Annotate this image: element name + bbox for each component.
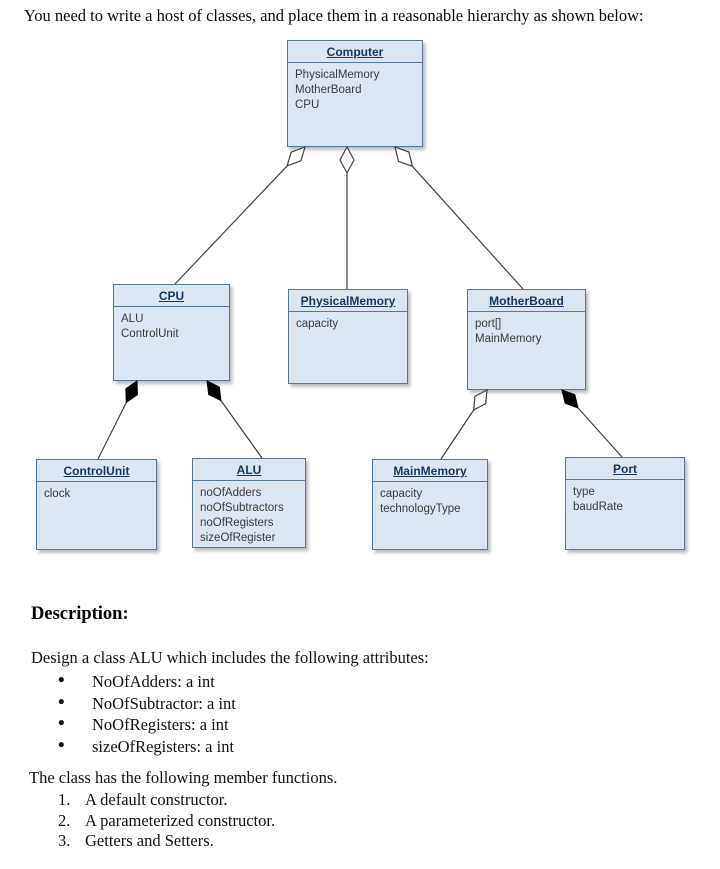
class-attributes: PhysicalMemory MotherBoard CPU xyxy=(288,63,422,118)
class-attributes: ALU ControlUnit xyxy=(114,307,229,347)
aggregation-computer-motherboard xyxy=(394,146,524,290)
aggregation-computer-cpu xyxy=(174,146,306,285)
class-attributes: clock xyxy=(37,482,156,507)
class-box-mainmemory: MainMemory capacity technologyType xyxy=(372,459,488,550)
numbered-item: Getters and Setters. xyxy=(58,831,214,851)
attribute: capacity xyxy=(296,318,339,330)
attribute: sizeOfRegister xyxy=(200,532,276,544)
attribute-bullet-list: NoOfAdders: a int NoOfSubtractor: a int … xyxy=(58,670,236,758)
class-title: ControlUnit xyxy=(37,460,156,482)
composition-cpu-alu xyxy=(206,380,263,459)
class-box-cpu: CPU ALU ControlUnit xyxy=(113,284,230,381)
composition-motherboard-port xyxy=(561,389,623,458)
attribute: port[] xyxy=(475,318,502,330)
attribute: capacity xyxy=(380,488,423,500)
attribute: type xyxy=(573,486,595,498)
bullet-item: sizeOfRegisters: a int xyxy=(58,735,236,758)
aggregation-computer-physicalmemory xyxy=(339,145,355,289)
attribute: MainMemory xyxy=(475,333,542,345)
class-title: Computer xyxy=(288,41,422,63)
bullet-item: NoOfAdders: a int xyxy=(58,670,236,693)
attribute: CPU xyxy=(295,99,320,111)
description-intro: Design a class ALU which includes the fo… xyxy=(31,648,429,667)
numbered-item: A parameterized constructor. xyxy=(58,810,276,831)
class-box-alu: ALU noOfAdders noOfSubtractors noOfRegis… xyxy=(192,458,306,548)
attribute: baudRate xyxy=(573,501,623,513)
class-box-port: Port type baudRate xyxy=(565,457,685,550)
uml-class-diagram: Computer PhysicalMemory MotherBoard CPU … xyxy=(36,40,685,550)
class-title: CPU xyxy=(114,285,229,307)
composition-cpu-controlunit xyxy=(97,380,138,460)
attribute: MotherBoard xyxy=(295,84,362,96)
attribute: noOfSubtractors xyxy=(200,502,284,514)
attribute: ALU xyxy=(121,313,144,325)
class-attributes: capacity xyxy=(289,312,407,337)
class-attributes: type baudRate xyxy=(566,480,684,520)
attribute: noOfRegisters xyxy=(200,517,274,529)
attribute: technologyType xyxy=(380,503,461,515)
class-attributes: noOfAdders noOfSubtractors noOfRegisters… xyxy=(193,481,305,551)
class-box-computer: Computer PhysicalMemory MotherBoard CPU xyxy=(287,40,423,147)
bullet-item: NoOfSubtractor: a int xyxy=(58,692,236,715)
class-title: PhysicalMemory xyxy=(289,290,407,312)
aggregation-motherboard-mainmemory xyxy=(440,388,488,460)
class-attributes: capacity technologyType xyxy=(373,482,487,522)
attribute: PhysicalMemory xyxy=(295,69,380,81)
attribute: ControlUnit xyxy=(121,328,179,340)
member-functions-intro: The class has the following member funct… xyxy=(29,768,338,787)
class-attributes: port[] MainMemory xyxy=(468,312,585,352)
class-box-physicalmemory: PhysicalMemory capacity xyxy=(288,289,408,384)
bullet-item: NoOfRegisters: a int xyxy=(58,713,236,736)
class-box-motherboard: MotherBoard port[] MainMemory xyxy=(467,289,586,390)
member-function-list: A default constructor. A parameterized c… xyxy=(58,790,275,852)
intro-text: You need to write a host of classes, and… xyxy=(24,6,644,25)
description-heading: Description: xyxy=(31,604,129,624)
class-title: MainMemory xyxy=(373,460,487,482)
class-box-controlunit: ControlUnit clock xyxy=(36,459,157,550)
class-title: ALU xyxy=(193,459,305,481)
attribute: noOfAdders xyxy=(200,487,262,499)
attribute: clock xyxy=(44,488,71,500)
numbered-item: A default constructor. xyxy=(58,790,228,810)
class-title: MotherBoard xyxy=(468,290,585,312)
class-title: Port xyxy=(566,458,684,480)
